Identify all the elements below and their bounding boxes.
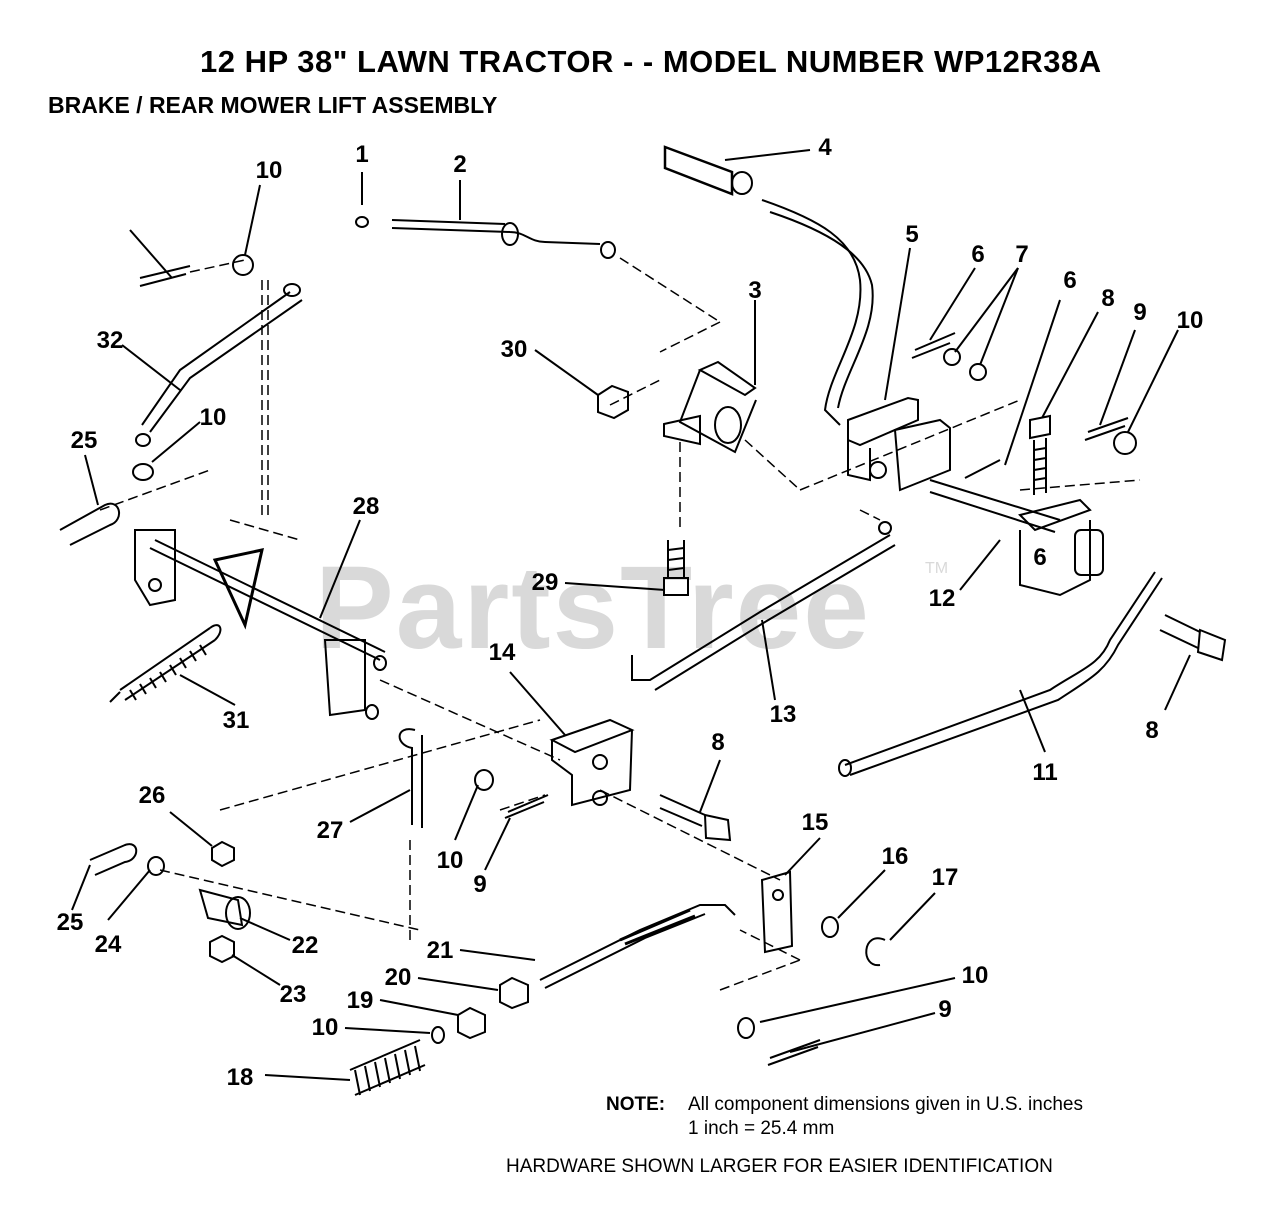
callout-10: 10 <box>1177 307 1204 334</box>
callout-10: 10 <box>962 962 989 989</box>
callout-25: 25 <box>57 909 84 936</box>
callout-6: 6 <box>971 241 984 268</box>
watermark: PartsTree <box>315 542 871 674</box>
callout-5: 5 <box>905 221 918 248</box>
callout-7: 7 <box>1015 241 1028 268</box>
callout-28: 28 <box>353 493 380 520</box>
callout-10: 10 <box>256 157 283 184</box>
callout-10: 10 <box>437 847 464 874</box>
note-line-1: NOTE: All component dimensions given in U… <box>606 1094 1083 1116</box>
callout-12: 12 <box>929 585 956 612</box>
note-text-1: All component dimensions given in U.S. i… <box>688 1094 1083 1115</box>
callout-3: 3 <box>748 277 761 304</box>
callout-31: 31 <box>223 707 250 734</box>
callout-15: 15 <box>802 809 829 836</box>
callout-2: 2 <box>453 151 466 178</box>
note-label: NOTE: <box>606 1094 666 1115</box>
callout-26: 26 <box>139 782 166 809</box>
callout-21: 21 <box>427 937 454 964</box>
note-line-2: 1 inch = 25.4 mm <box>688 1118 835 1139</box>
callout-18: 18 <box>227 1064 254 1091</box>
callout-1: 1 <box>355 141 368 168</box>
callout-8: 8 <box>1145 717 1158 744</box>
callout-25: 25 <box>71 427 98 454</box>
callout-30: 30 <box>501 336 528 363</box>
callout-9: 9 <box>938 996 951 1023</box>
callout-6: 6 <box>1033 544 1046 571</box>
callout-4: 4 <box>818 134 832 161</box>
callout-19: 19 <box>347 987 374 1014</box>
callout-16: 16 <box>882 843 909 870</box>
callout-10: 10 <box>312 1014 339 1041</box>
watermark-tm: TM <box>925 560 949 577</box>
callout-23: 23 <box>280 981 307 1008</box>
callout-29: 29 <box>532 569 559 596</box>
callout-9: 9 <box>473 871 486 898</box>
callout-22: 22 <box>292 932 319 959</box>
callout-6: 6 <box>1063 267 1076 294</box>
callout-17: 17 <box>932 864 959 891</box>
callout-8: 8 <box>711 729 724 756</box>
page-subtitle: BRAKE / REAR MOWER LIFT ASSEMBLY <box>48 92 498 118</box>
hardware-note: HARDWARE SHOWN LARGER FOR EASIER IDENTIF… <box>506 1156 1053 1177</box>
callout-10: 10 <box>200 404 227 431</box>
page-title: 12 HP 38" LAWN TRACTOR - - MODEL NUMBER … <box>200 44 1102 79</box>
callout-27: 27 <box>317 817 344 844</box>
callout-8: 8 <box>1101 285 1114 312</box>
callout-32: 32 <box>97 327 124 354</box>
callout-24: 24 <box>95 931 122 958</box>
callout-11: 11 <box>1032 759 1057 786</box>
callout-13: 13 <box>770 701 797 728</box>
callout-14: 14 <box>489 639 516 666</box>
callout-9: 9 <box>1133 299 1146 326</box>
callout-20: 20 <box>385 964 412 991</box>
